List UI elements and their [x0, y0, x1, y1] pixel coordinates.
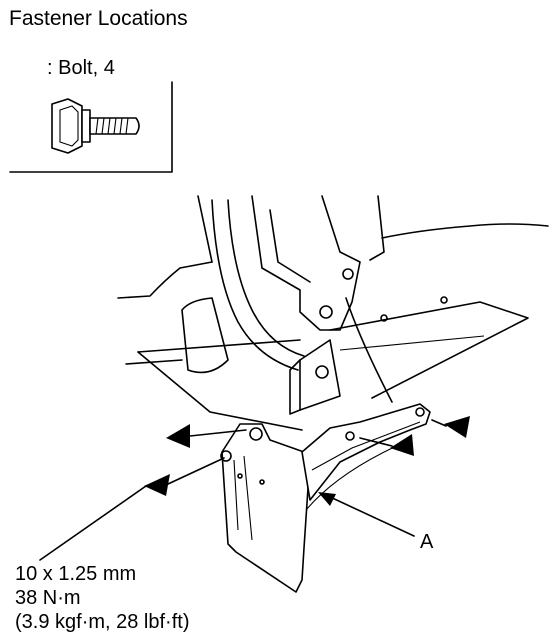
- arrow-icon: [166, 424, 190, 448]
- rod: [345, 297, 393, 403]
- mudguard-flange: [301, 403, 431, 501]
- flange-hole: [415, 407, 425, 417]
- callout-a-leader: [327, 495, 415, 537]
- legend-box: [9, 81, 173, 173]
- mudguard: [220, 423, 309, 593]
- flange-hole: [345, 431, 355, 441]
- fastener-arrows: [144, 416, 470, 496]
- sill-line: [339, 335, 485, 351]
- spec-torque-nm: 38 N·m: [15, 587, 81, 609]
- callout-label-a: A: [420, 531, 434, 553]
- diagram-title: Fastener Locations: [9, 7, 188, 30]
- callout-a-arrowhead: [318, 492, 336, 506]
- arrow-icon: [390, 434, 414, 456]
- body-outline-right: [381, 223, 549, 239]
- wheel-arch-inner: [227, 199, 305, 357]
- bracket-edge: [269, 209, 311, 283]
- spec-leader-line: [39, 485, 147, 561]
- bracket-plate: [299, 339, 341, 411]
- sill-hole: [380, 314, 388, 322]
- bolt-icon: [51, 98, 140, 154]
- arrow-icon: [444, 416, 470, 438]
- pillar-left-edge: [197, 195, 213, 263]
- legend-label: : Bolt, 4: [47, 57, 115, 79]
- pillar-right-edge: [369, 195, 385, 261]
- body-outline-left: [117, 261, 213, 299]
- arm-plane-lines: [125, 339, 301, 365]
- arrow-icon: [144, 474, 170, 496]
- sill-plane: [329, 301, 529, 399]
- bracket-tab: [289, 359, 301, 415]
- bracket-assembly: [251, 195, 361, 331]
- wheel-arch: [211, 199, 299, 371]
- bracket-hole: [319, 305, 333, 319]
- torque-spec: 10 x 1.25 mm 38 N·m (3.9 kgf·m, 28 lbf·f…: [15, 562, 190, 634]
- sill-hole: [440, 296, 448, 304]
- bracket-hole: [315, 365, 329, 379]
- spec-torque-alt: (3.9 kgf·m, 28 lbf·ft): [15, 611, 190, 633]
- spec-size: 10 x 1.25 mm: [15, 563, 137, 585]
- suspension-arm: [181, 297, 229, 374]
- flange-line: [311, 421, 421, 471]
- bracket-hole: [342, 268, 354, 280]
- lower-plane-edge: [137, 351, 303, 431]
